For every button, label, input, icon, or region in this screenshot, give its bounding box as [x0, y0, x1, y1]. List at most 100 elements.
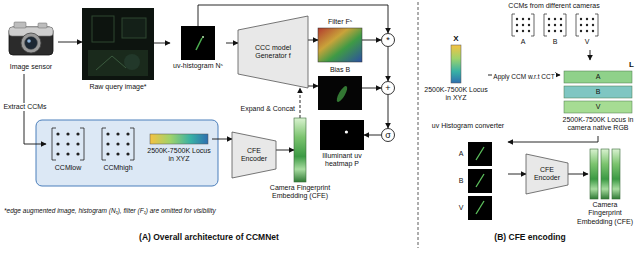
node-label: * [382, 35, 394, 46]
bias-smudge [335, 85, 349, 104]
filter-picture [318, 28, 362, 62]
dashed-connector [300, 88, 301, 118]
text-holder: L [560, 60, 634, 70]
shape-canvas [294, 118, 306, 182]
matrix-entry [66, 132, 69, 135]
locus-bar: V [564, 101, 632, 113]
operator-ring [382, 129, 395, 142]
matrix-entry [548, 30, 550, 32]
node-label: σ [382, 130, 394, 141]
shape-canvas [170, 26, 226, 82]
lens-glass [25, 37, 38, 50]
panel-divider [418, 2, 419, 248]
text-holder: CCC model Generator f [238, 16, 308, 88]
locus-band [564, 101, 632, 113]
encoder-block: CFE Encoder [232, 132, 276, 178]
matrix-entry [548, 24, 550, 26]
matrix-entry [66, 142, 69, 145]
node-label: Image sensor [4, 63, 58, 71]
node-label: CCC model Generator f [247, 44, 299, 61]
histogram-ground [468, 142, 492, 166]
raw-image-shade [88, 50, 148, 76]
encoder-block: CFE Encoder [526, 154, 568, 194]
node-label: B [565, 88, 631, 96]
node-label: uv-histogram Nˢ [168, 62, 228, 70]
panel-caption: (B) CFE encoding [420, 232, 640, 242]
matrix-entry [76, 152, 79, 155]
node-label: 2500K-7500K Locus in XYZ [422, 86, 490, 103]
matrix-entry [560, 30, 562, 32]
matrix-entry [528, 24, 530, 26]
matrix-bracket [512, 14, 515, 36]
node-label: Illuminant uv heatmap P [314, 152, 370, 169]
text-holder: Image sensor [4, 63, 58, 71]
node-label: A [456, 150, 466, 158]
text-holder: A [510, 38, 536, 46]
camera-lens [21, 33, 41, 53]
label-holder: (A) Overall architecture of CCMNet [0, 232, 418, 242]
node-label: A [565, 73, 631, 81]
matrix-entry [106, 132, 109, 135]
matrix-entry [56, 152, 59, 155]
matrix-entry [522, 18, 524, 20]
matrix-entry [554, 18, 556, 20]
text-holder: uv-histogram Nˢ [168, 62, 228, 70]
node-label: V [456, 204, 466, 212]
locus-gradient [150, 134, 208, 144]
node-label: Camera Fingerprint Embedding (CFE) [575, 201, 635, 226]
filter-image: Filter Fˢ [318, 18, 362, 62]
matrix-bracket [52, 128, 56, 160]
arrow-connector [388, 47, 389, 81]
histogram-streak [476, 147, 484, 160]
text-holder: V [456, 204, 466, 212]
text-holder: σ [381, 128, 395, 142]
label-holder: (B) CFE encoding [420, 232, 640, 242]
text-holder: Camera Fingerprint Embedding (CFE) [575, 201, 635, 226]
matrix-entry [116, 132, 119, 135]
text-holder: B [456, 177, 466, 185]
locus-band [564, 86, 632, 98]
text-holder: V [564, 101, 632, 113]
bias-image: Bias B [318, 66, 362, 110]
node-label: CCMs from different cameras [498, 2, 610, 10]
matrix-entry [56, 142, 59, 145]
operator-circle: + [381, 81, 395, 95]
heatmap-image: Illuminant uv heatmap P [320, 120, 364, 180]
arrow-connector [590, 50, 591, 60]
ccm-matrix: A [510, 14, 536, 48]
ccm-matrix: B [542, 14, 568, 48]
node-label: 2500K-7500K Locus in camera native RGB [560, 116, 636, 133]
matrix-entry [592, 24, 594, 26]
text-holder: CFE Encoder [232, 132, 276, 178]
text-holder: 2500K-7500K Locus in camera native RGB [560, 116, 636, 133]
matrix-entry [560, 24, 562, 26]
matrix-entry [548, 18, 550, 20]
matrix-bracket [80, 128, 84, 160]
matrix-entry [516, 24, 518, 26]
node-label: CFE Encoder [234, 147, 274, 164]
shape-canvas [82, 8, 154, 94]
matrix-entry [66, 152, 69, 155]
shape-canvas [588, 149, 622, 199]
arrow-connector [276, 150, 294, 151]
matrix-bracket [563, 14, 566, 36]
locus-bar: 2500K-7500K Locus in XYZ [146, 130, 212, 166]
text-holder: A [456, 150, 466, 158]
histogram-image: uv-histogram Nˢ [170, 26, 226, 82]
label-holder: Expand & Concat [226, 97, 296, 115]
camera-group: CCMs from different camerasABV [498, 2, 610, 50]
embedding-gradient [612, 149, 620, 199]
node-label: X [424, 34, 488, 44]
edge-label: Extract CCMs [2, 103, 47, 111]
embedding-bar: Camera Fingerprint Embedding (CFE) [294, 118, 306, 182]
matrix-entry [586, 18, 588, 20]
lens-glint [27, 39, 31, 43]
histogram-streak [476, 174, 484, 187]
matrix-bracket [531, 14, 534, 36]
arrow-connector [508, 136, 598, 142]
text-holder: CCMs from different cameras [498, 2, 610, 10]
locus-band [564, 71, 632, 83]
text-holder: * [381, 33, 395, 47]
